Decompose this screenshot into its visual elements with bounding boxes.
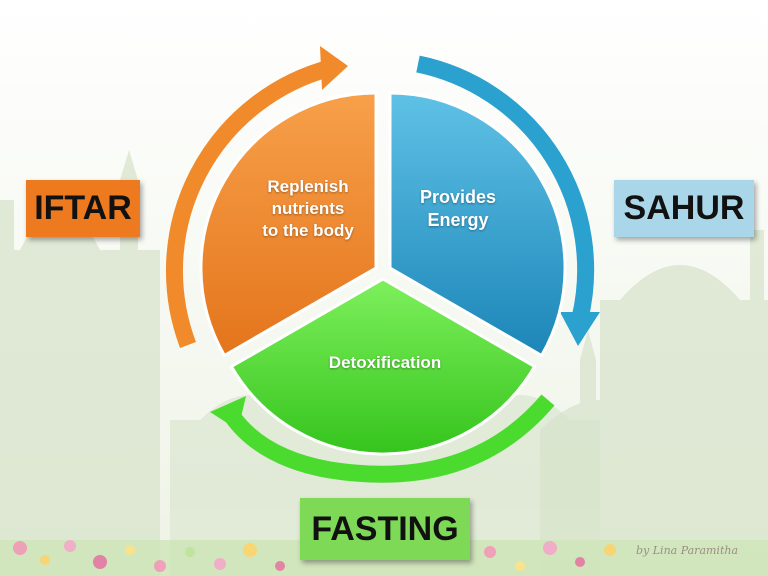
replenish-label: Replenish nutrients to the body: [238, 176, 378, 242]
energy-line-2: Energy: [398, 209, 518, 232]
detox-label: Detoxification: [300, 352, 470, 374]
sahur-tag: SAHUR: [614, 180, 754, 237]
energy-label: Provides Energy: [398, 186, 518, 233]
author-watermark: by Lina Paramitha: [636, 544, 738, 557]
fasting-tag: FASTING: [300, 498, 470, 560]
replenish-line-2: nutrients: [238, 198, 378, 220]
energy-line-1: Provides: [398, 186, 518, 209]
replenish-line-1: Replenish: [238, 176, 378, 198]
iftar-tag: IFTAR: [26, 180, 140, 237]
replenish-line-3: to the body: [238, 220, 378, 242]
